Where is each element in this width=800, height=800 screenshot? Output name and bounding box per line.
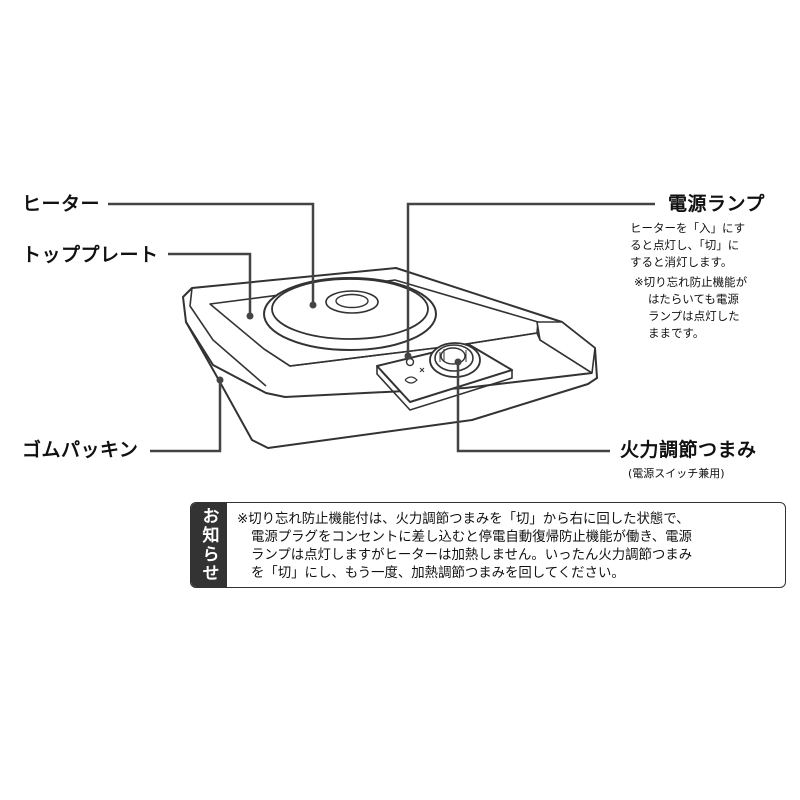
power-lamp-description: ヒーターを「入」にす ると点灯し、「切」に すると消灯します。 <box>630 220 780 271</box>
heater-center-inner <box>335 293 369 309</box>
notice-line: 電源プラグをコンセントに差し込むと停電自動復帰防止機能が働き、電源 <box>251 530 692 545</box>
lamp-desc-line: ヒーターを「入」にす <box>630 221 746 235</box>
leader-heater-dot <box>309 301 317 309</box>
leader-top-plate <box>168 252 252 316</box>
base-left-rim <box>189 287 267 387</box>
lamp-note-line: はたらいても電源 <box>648 292 739 306</box>
heat-knob-grip <box>439 349 467 362</box>
lamp-note-line: ままです。 <box>648 326 705 340</box>
label-power-lamp: 電源ランプ <box>668 193 765 215</box>
notice-tag: お知らせ <box>191 503 227 587</box>
label-heat-knob: 火力調節つまみ <box>620 439 757 461</box>
power-lamp-note: ※切り忘れ防止機能が はたらいても電源 ランプは点灯した ままです。 <box>634 274 747 342</box>
label-rubber-gasket: ゴムパッキン <box>22 439 139 461</box>
leader-power-lamp <box>406 202 655 356</box>
notice-text: ※切り忘れ防止機能付は、火力調節つまみを「切」から右に回した状態で、 電源プラグ… <box>227 503 700 587</box>
lamp-note-line: ※切り忘れ防止機能が <box>634 275 748 289</box>
control-panel-side <box>376 366 513 411</box>
leader-rubber-gasket <box>150 380 222 453</box>
lamp-note-line: ランプは点灯した <box>648 309 740 323</box>
label-heater: ヒーター <box>22 193 101 215</box>
notice-line: ※切り忘れ防止機能付は、火力調節つまみを「切」から右に回した状態で、 <box>237 512 690 527</box>
leader-knob-dot <box>454 358 462 366</box>
label-heat-knob-sub: (電源スイッチ兼用) <box>628 467 725 480</box>
notice-box: お知らせ ※切り忘れ防止機能付は、火力調節つまみを「切」から右に回した状態で、 … <box>190 502 786 588</box>
leader-heater <box>108 202 315 305</box>
lamp-desc-line: すると消灯します。 <box>630 255 733 269</box>
leader-lines <box>108 202 655 453</box>
label-top-plate: トッププレート <box>22 244 159 266</box>
notice-line: を「切」にし、もう一度、加熱調節つまみを回してください。 <box>251 566 625 581</box>
power-lamp-arrow <box>419 367 425 373</box>
lamp-desc-line: ると点灯し、「切」に <box>630 238 740 252</box>
leader-top-plate-dot <box>246 312 254 320</box>
leader-gasket-dot <box>216 376 224 384</box>
leader-heat-knob <box>456 362 610 453</box>
power-lamp-indicator <box>405 357 415 367</box>
leader-lamp-dot <box>404 352 412 360</box>
notice-line: ランプは点灯しますがヒーターは加熱しません。いったん火力調節つまみ <box>251 548 693 563</box>
power-lamp-symbol <box>404 376 418 384</box>
